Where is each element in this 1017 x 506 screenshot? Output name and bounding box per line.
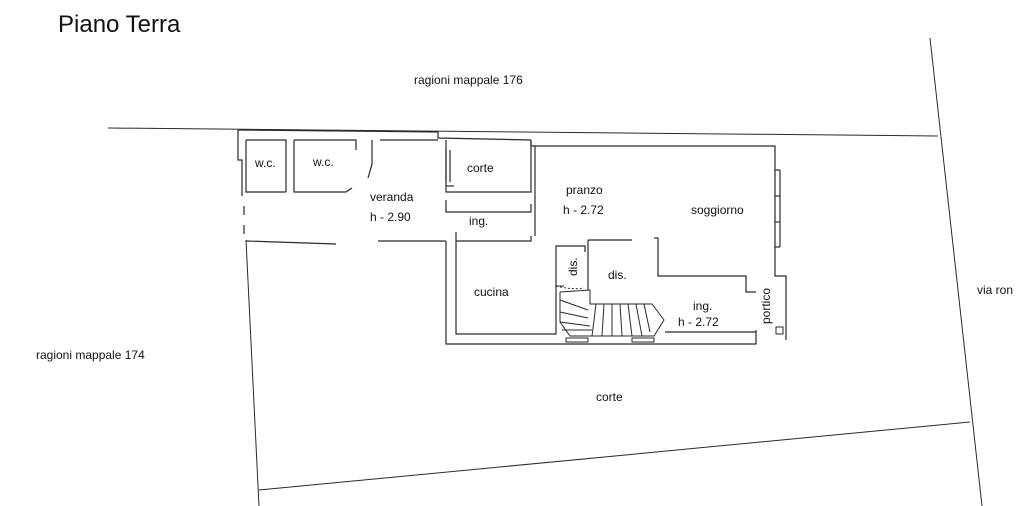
site-boundary (107, 37, 983, 506)
room-label-corte-main: corte (596, 390, 623, 404)
room-label-dis: dis. (608, 268, 627, 282)
room-label-wc1: w.c. (255, 156, 276, 170)
room-label-veranda: veranda (370, 190, 414, 204)
room-height-veranda: h - 2.90 (370, 210, 411, 224)
room-height-ing-main: h - 2.72 (678, 315, 719, 329)
doors (555, 262, 784, 335)
street-label: via ron (977, 283, 1014, 297)
room-label-wc2: w.c. (313, 155, 334, 169)
room-height-pranzo: h - 2.72 (563, 203, 604, 217)
room-label-dis-small: dis. (566, 257, 580, 276)
room-label-pranzo: pranzo (566, 183, 603, 197)
staircase (559, 289, 665, 343)
neighbor-top-label: ragioni mappale 176 (414, 73, 523, 87)
neighbor-left-label: ragioni mappale 174 (36, 348, 145, 362)
page-title: Piano Terra (58, 11, 181, 38)
room-label-corte-small: corte (467, 161, 494, 175)
room-label-portico: portico (759, 287, 773, 324)
room-label-ing-main: ing. (693, 299, 713, 313)
building-walls (237, 129, 787, 345)
room-label-ing-veranda: ing. (469, 214, 489, 228)
room-label-cucina: cucina (474, 285, 509, 299)
room-label-soggiorno: soggiorno (691, 203, 744, 217)
